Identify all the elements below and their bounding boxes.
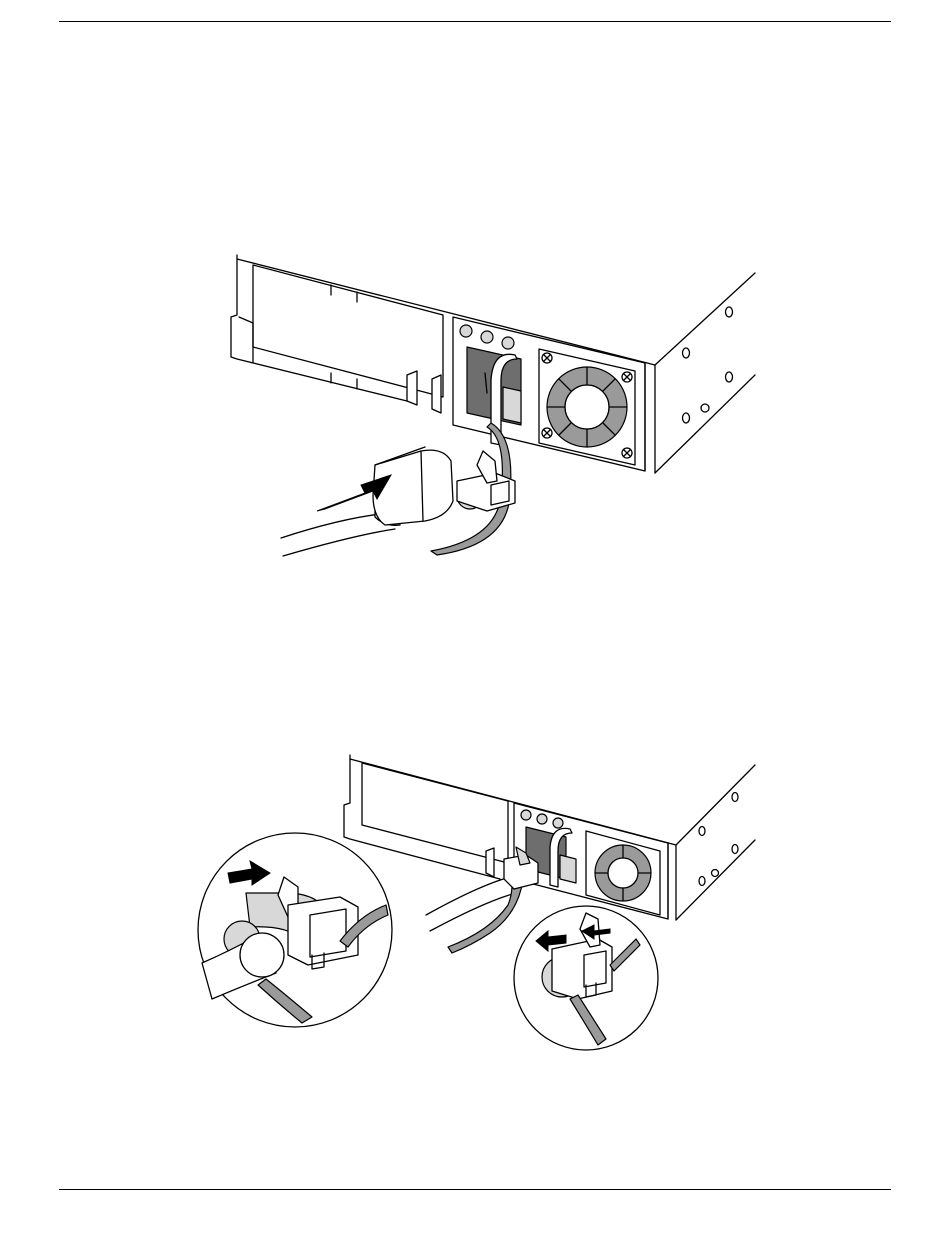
power-supply-module bbox=[453, 317, 645, 471]
cord-retainer-illustration bbox=[190, 755, 765, 1055]
empty-bay bbox=[239, 265, 443, 413]
fan-grille bbox=[586, 831, 660, 915]
detail-callout-left bbox=[198, 833, 392, 1027]
cord-retainer-clip bbox=[426, 847, 538, 953]
power-cord-plug bbox=[281, 447, 453, 556]
footer-rule bbox=[59, 1189, 891, 1190]
header-rule bbox=[59, 21, 891, 22]
figure-secure-cord-retainer bbox=[190, 755, 765, 1055]
power-supply-module bbox=[514, 803, 668, 919]
detail-callout-right bbox=[514, 906, 658, 1050]
fan-grille bbox=[539, 349, 635, 465]
power-cord-illustration bbox=[225, 255, 765, 565]
figure-connect-power-cord bbox=[225, 255, 765, 565]
